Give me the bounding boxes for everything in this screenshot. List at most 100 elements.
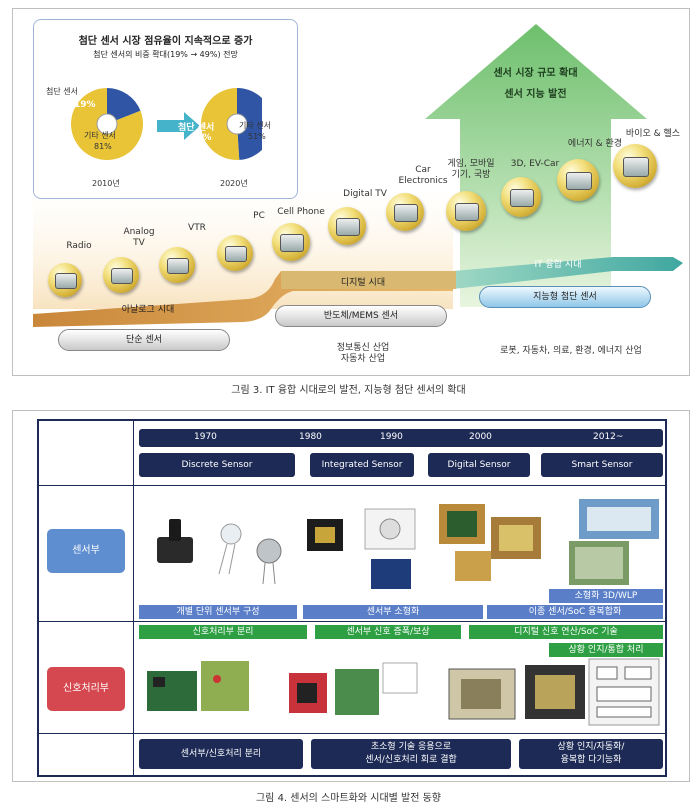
device-ball-6 xyxy=(386,193,424,231)
device-icon xyxy=(55,273,77,289)
device-label-9: 에너지 & 환경 xyxy=(567,139,623,149)
year-labels: 1970 1980 1990 2000 2012~ xyxy=(139,432,663,446)
sensor-photos xyxy=(157,499,659,589)
signal-diagram-photo-4 xyxy=(588,658,660,726)
grid-row-1 xyxy=(37,485,667,486)
device-ball-5 xyxy=(328,207,366,245)
band-digital-label: 디지털 시대 xyxy=(340,278,386,288)
pill-smart-sensor: 지능형 첨단 센서 xyxy=(479,286,651,308)
signal-board-photo-2 xyxy=(289,662,418,715)
pie-2020 xyxy=(200,88,262,160)
industry-label-2: 로봇, 자동차, 의료, 환경, 에너지 산업 xyxy=(500,346,642,356)
signal-bar-3: 디지털 신호 연산/SoC 기술 xyxy=(469,625,663,639)
device-label-1: Analog TV xyxy=(123,227,155,248)
industry-label-1: 정보통신 산업 자동차 산업 xyxy=(336,343,390,364)
device-icon xyxy=(454,203,480,221)
band-analog-label: 아날로그 시대 xyxy=(121,305,175,315)
year-1970: 1970 xyxy=(194,432,217,442)
pie2010-value2: 81% xyxy=(94,142,112,151)
inset-title: 첨단 센서 시장 점유율이 지속적으로 증가 xyxy=(78,36,253,47)
device-ball-8 xyxy=(501,177,541,217)
pie-hole xyxy=(226,113,248,135)
device-ball-3 xyxy=(217,235,253,271)
era-discrete: Discrete Sensor xyxy=(139,453,295,477)
device-label-0: Radio xyxy=(66,241,92,251)
device-ball-4 xyxy=(272,223,310,261)
device-label-2: VTR xyxy=(188,223,206,233)
row-label-sensor: 센서부 xyxy=(47,529,125,573)
device-ball-10 xyxy=(613,144,657,188)
device-ball-2 xyxy=(159,247,195,283)
pie-hole xyxy=(96,113,118,135)
figure-3-caption: 그림 3. IT 융합 시대로의 발전, 지능형 첨단 센서의 확대 xyxy=(231,385,466,396)
signal-board-photo-1 xyxy=(147,661,249,711)
device-ball-9 xyxy=(557,159,599,201)
pie2010-label2: 기타 센서 xyxy=(84,131,116,140)
device-icon xyxy=(336,218,360,236)
evolution-band-graphic xyxy=(33,24,683,327)
year-1990: 1990 xyxy=(380,432,403,442)
device-icon xyxy=(394,204,418,222)
grid-right xyxy=(665,419,667,777)
pie2020-year: 2020년 xyxy=(220,179,248,188)
grid-col xyxy=(133,419,134,777)
pressure-sensor-photo xyxy=(157,519,282,585)
pie2020-label2: 기타 센서 xyxy=(239,121,271,130)
arrow-line-2: 센서 지능 발전 xyxy=(504,89,567,100)
pie-slice-other xyxy=(200,88,240,160)
inset-subtitle: 첨단 센서의 비중 확대(19% → 49%) 전망 xyxy=(93,50,238,59)
device-label-6: Car Electronics xyxy=(398,165,448,186)
sensor-bar-2: 센서부 소형화 xyxy=(303,605,483,619)
year-bar xyxy=(139,429,663,447)
pie-2010 xyxy=(71,88,143,160)
signal-bar-1: 신호처리부 분리 xyxy=(139,625,307,639)
pie2020-value2: 51% xyxy=(248,132,266,141)
band-it-label: IT 융합 시대 xyxy=(534,260,582,270)
year-2000: 2000 xyxy=(469,432,492,442)
device-ball-7 xyxy=(446,191,486,231)
row-label-signal: 신호처리부 xyxy=(47,667,125,711)
grid-bottom xyxy=(37,775,667,777)
year-1980: 1980 xyxy=(299,432,322,442)
device-icon xyxy=(280,234,304,252)
sensor-bar-3: 이종 센서/SoC 융복합화 xyxy=(487,605,663,619)
figure-4-panel: 1970 1980 1990 2000 2012~ Discrete Senso… xyxy=(12,410,690,782)
device-icon xyxy=(224,245,248,263)
pie2020-label1: 첨단 센서 xyxy=(178,123,215,133)
pie2010-label1: 첨단 센서 xyxy=(46,87,78,96)
pie2010-value1: 19% xyxy=(74,100,96,110)
sensor-bar-1: 개별 단위 센서부 구성 xyxy=(139,605,297,619)
pill-mems-sensor: 반도체/MEMS 센서 xyxy=(275,305,447,327)
device-icon xyxy=(166,257,190,275)
signal-photos xyxy=(147,658,660,726)
bottom-box-1: 센서부/신호처리 분리 xyxy=(139,739,303,769)
era-integrated: Integrated Sensor xyxy=(310,453,414,477)
grid-row-3 xyxy=(37,733,667,734)
year-2012: 2012~ xyxy=(593,432,624,442)
device-label-5: Digital TV xyxy=(343,189,387,199)
pill-simple-sensor: 단순 센서 xyxy=(58,329,230,351)
pie-charts xyxy=(71,88,262,160)
device-ball-1 xyxy=(103,257,139,293)
digital-sensor-photo xyxy=(439,504,541,581)
grid-row-2 xyxy=(37,621,667,622)
grid-top xyxy=(37,419,667,421)
bottom-box-2: 초소형 기술 응용으로 센서/신호처리 회로 결합 xyxy=(311,739,511,769)
growth-arrow-icon xyxy=(157,112,200,140)
device-label-4: Cell Phone xyxy=(277,207,325,217)
pie2020-value1: 49% xyxy=(190,133,212,143)
signal-bar-2: 센서부 신호 증폭/보상 xyxy=(315,625,461,639)
figure-4-caption: 그림 4. 센서의 스마트화와 시대별 발전 동향 xyxy=(255,793,441,804)
device-label-3: PC xyxy=(253,211,265,221)
arrow-line-1: 센서 시장 규모 확대 xyxy=(493,68,578,79)
device-label-8: 3D, EV-Car xyxy=(510,159,560,169)
device-ball-0 xyxy=(48,263,82,297)
device-icon xyxy=(566,171,592,191)
device-label-10: 바이오 & 헬스 xyxy=(625,129,681,139)
figure-3-panel: 첨단 센서 시장 점유율이 지속적으로 증가 첨단 센서의 비중 확대(19% … xyxy=(12,8,690,376)
sensor-tag: 소형화 3D/WLP xyxy=(549,589,663,603)
pie-slice-advanced xyxy=(237,88,262,160)
era-digital: Digital Sensor xyxy=(428,453,530,477)
era-smart: Smart Sensor xyxy=(541,453,663,477)
device-label-7: 게임, 모바일 기기, 국방 xyxy=(447,159,495,180)
